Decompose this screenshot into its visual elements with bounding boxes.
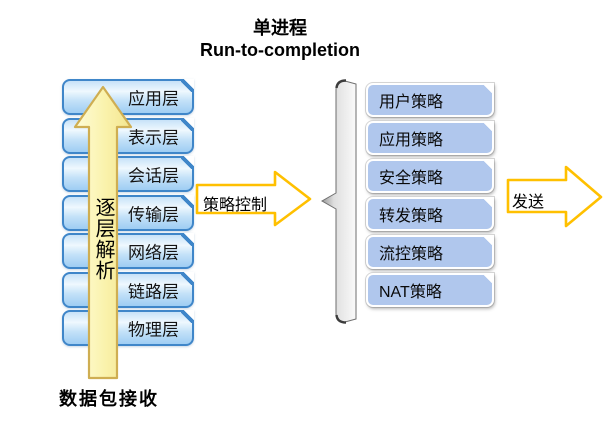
curly-brace-shape (320, 80, 357, 323)
policy-label: 用户策略 (379, 94, 444, 111)
policy-box-flowctl: 流控策略 (366, 235, 494, 269)
layer-label: 物理层 (128, 320, 179, 340)
layer-label: 链路层 (128, 282, 179, 302)
policy-label: NAT策略 (379, 284, 442, 301)
layer-box-application: 应用层 (62, 79, 194, 115)
layer-label: 网络层 (128, 243, 179, 263)
layer-label: 应用层 (128, 89, 179, 109)
layer-box-link: 链路层 (62, 272, 194, 308)
layer-box-network: 网络层 (62, 233, 194, 269)
packet-receive-label: 数据包接收 (59, 389, 159, 409)
send-arrow-label: 发送 (512, 194, 545, 211)
policy-box-app: 应用策略 (366, 121, 494, 155)
policy-label: 转发策略 (379, 208, 444, 225)
policy-box-forward: 转发策略 (366, 197, 494, 231)
policy-control-arrow-label: 策略控制 (203, 197, 268, 214)
up-arrow-shape (73, 85, 133, 380)
layer-box-transport: 传输层 (62, 195, 194, 231)
policy-control-arrow-shape (195, 170, 312, 227)
layer-box-physical: 物理层 (62, 310, 194, 346)
layer-box-session: 会话层 (62, 156, 194, 192)
brace-bottom-fold (335, 314, 347, 324)
policy-box-nat: NAT策略 (366, 273, 494, 307)
title-line-chinese: 单进程 (253, 18, 307, 38)
policy-label: 应用策略 (379, 132, 444, 149)
up-arrow-label: 逐层解析 (92, 197, 114, 281)
policy-label: 流控策略 (379, 246, 444, 263)
brace-top-fold (335, 79, 347, 89)
diagram-title: 单进程 Run-to-completion (130, 17, 430, 61)
policy-label: 安全策略 (379, 170, 444, 187)
policy-box-security: 安全策略 (366, 159, 494, 193)
send-arrow-shape (506, 165, 603, 228)
layer-label: 会话层 (128, 166, 179, 186)
layer-label: 表示层 (128, 128, 179, 148)
policy-box-user: 用户策略 (366, 83, 494, 117)
title-line-english: Run-to-completion (200, 40, 360, 60)
layer-label: 传输层 (128, 205, 179, 225)
